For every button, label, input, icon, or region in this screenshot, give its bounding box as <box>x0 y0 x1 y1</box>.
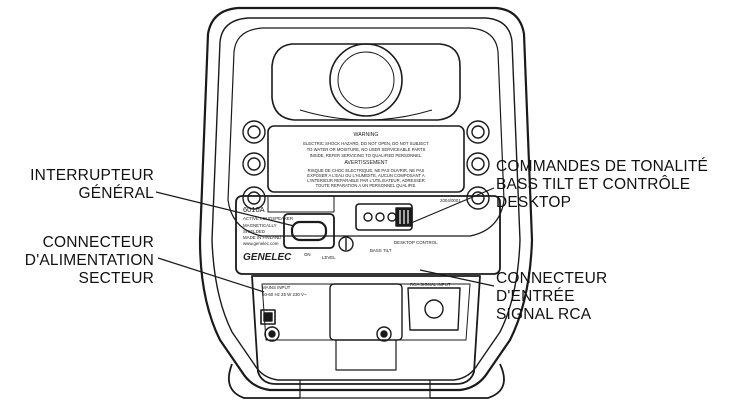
model-line-1: ACTIVE LOUDSPEAKER <box>243 216 293 221</box>
bass-tilt-label: BASS TILT <box>370 248 392 253</box>
enclosure-outline <box>198 6 534 392</box>
mains-socket <box>260 309 276 325</box>
callout-rca-line-3: SIGNAL RCA <box>496 306 592 323</box>
right-mount-holes <box>466 120 490 210</box>
brand-logo: GENELEC <box>243 252 292 263</box>
connector-panel <box>235 195 501 275</box>
level-label: LEVEL <box>322 255 336 260</box>
bottom-screw-left <box>264 326 280 342</box>
callout-tone-line-2: BASS TILT ET CONTRÔLE <box>496 176 691 193</box>
warning-line-1: ELECTRIC SHOCK HAZARD, DO NOT OPEN, DO N… <box>303 141 429 146</box>
callout-power-switch: INTERRUPTEUR GÉNÉRAL <box>10 167 154 203</box>
power-switch <box>283 213 335 249</box>
leader-power-switch <box>155 191 295 227</box>
avertissement-line-2: EXPOSER A L'EAU OU L'HUMIDITE, AUCUN COM… <box>307 173 425 178</box>
callout-mains-line-3: SECTEUR <box>78 270 154 287</box>
leader-tone-controls <box>403 187 495 227</box>
desktop-label: DESKTOP CONTROL <box>394 240 438 245</box>
model-number: 6010A <box>243 205 265 214</box>
model-line-2: MAGNETICALLY <box>243 223 277 228</box>
on-label: ON <box>304 252 311 257</box>
warning-line-3: INSIDE, REFER SERVICING TO QUALIFIED PER… <box>310 153 423 158</box>
leader-rca-input <box>419 269 495 287</box>
model-line-3: SHIELDED <box>243 229 265 234</box>
level-knob <box>338 236 354 252</box>
avertissement-title: AVERTISSEMENT <box>344 160 388 166</box>
leader-mains-connector <box>157 257 265 293</box>
callout-mains-connector: CONNECTEUR D'ALIMENTATION SECTEUR <box>10 234 154 288</box>
left-mount-holes <box>242 120 266 210</box>
avertissement-line-4: TOUTE REPARATION A UN PERSONNEL QUALIFIE… <box>316 183 417 188</box>
mains-spec: 50-60 Hz 25 W 230 V~ <box>262 292 307 297</box>
callout-power-switch-line-2: GÉNÉRAL <box>78 185 154 202</box>
warning-label <box>267 125 465 193</box>
bottom-screw-right <box>376 326 392 342</box>
mains-input-label: MAINS INPUT <box>262 285 291 290</box>
cable-compartment <box>251 275 481 385</box>
callout-power-switch-line-1: INTERRUPTEUR <box>30 167 154 184</box>
callout-rca-input: CONNECTEUR D'ENTRÉE SIGNAL RCA <box>496 270 696 324</box>
callout-rca-line-2: D'ENTRÉE <box>496 288 575 305</box>
callout-rca-line-1: CONNECTEUR <box>496 270 608 287</box>
callout-mains-line-1: CONNECTEUR <box>42 234 154 251</box>
avertissement-line-1: RISQUE DE CHOC ELECTRIQUE, NE PAS OUVRIR… <box>308 168 425 173</box>
callout-tone-line-1: COMMANDES DE TONALITÉ <box>496 158 709 175</box>
model-line-5: www.genelec.com <box>243 241 279 246</box>
rca-connector <box>407 287 461 331</box>
stand-feet <box>228 363 505 399</box>
avertissement-line-3: L'INTERIEUR REPARABLE PAR L'UTILISATEUR,… <box>307 178 424 183</box>
model-line-4: MADE IN FINLAND <box>243 235 281 240</box>
woofer-magnet <box>329 43 403 117</box>
callout-mains-line-2: D'ALIMENTATION <box>24 252 154 269</box>
warning-line-2: TO WATER OR MOISTURE, NO USER SERVICEABL… <box>307 147 426 152</box>
callout-tone-line-3: DESKTOP <box>496 194 572 211</box>
warning-title: WARNING <box>354 132 379 138</box>
rca-signal-label: RCA SIGNAL INPUT <box>410 282 451 287</box>
bass-port <box>271 43 461 121</box>
serial-number: 2004/0001 <box>440 198 461 203</box>
callout-tone-controls: COMMANDES DE TONALITÉ BASS TILT ET CONTR… <box>496 158 728 212</box>
